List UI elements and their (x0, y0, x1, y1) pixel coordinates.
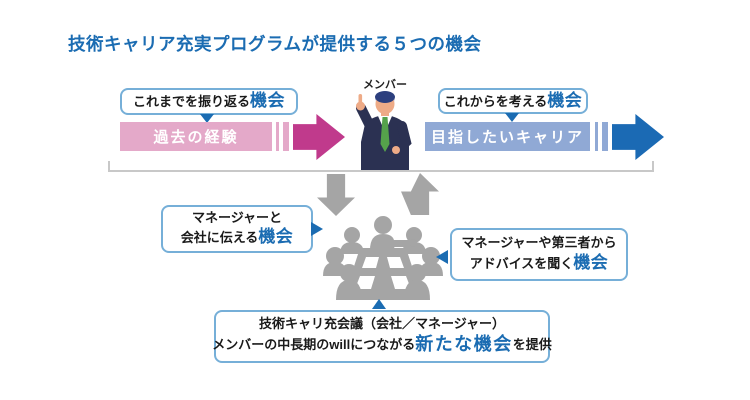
member-label: メンバー (363, 79, 407, 91)
callout-career-meeting: 技術キャリ充会議（会社／マネージャー） メンバーの中長期のwillにつながる新た… (212, 310, 552, 363)
callout-get-advice: マネージャーや第三者から アドバイスを聞く機会 (450, 228, 628, 281)
callout-tell-company-highlight: 機会 (258, 227, 294, 247)
stripe (283, 122, 289, 151)
callout-think-ahead-text: これからを考える機会 (444, 90, 583, 112)
callout-look-back-text: これまでを振り返る機会 (133, 90, 285, 112)
pointer-down-icon (200, 114, 214, 123)
timeline-bracket (108, 161, 654, 172)
callout-think-ahead-highlight: 機会 (547, 90, 583, 110)
callout-career-meeting-line1: 技術キャリ充会議（会社／マネージャー） (258, 316, 506, 332)
gray-down-arrow-icon (317, 174, 355, 216)
callout-get-advice-highlight: 機会 (573, 252, 609, 272)
callout-get-advice-label: アドバイスを聞く (469, 255, 574, 271)
callout-career-meeting-highlight: 新たな機会 (415, 334, 513, 355)
callout-think-ahead-label: これからを考える (443, 93, 548, 109)
callout-tell-company-line1: マネージャーと (191, 209, 283, 225)
callout-look-back: これまでを振り返る機会 (120, 88, 298, 115)
callout-think-ahead: これからを考える機会 (438, 88, 588, 114)
pointer-left-icon (436, 250, 448, 264)
callout-tell-company-label: 会社に伝える (180, 230, 259, 246)
stripe (602, 122, 608, 151)
callout-career-meeting-pre: メンバーの中長期のwillにつながる (212, 337, 416, 353)
meeting-table-icon (323, 216, 443, 300)
target-career-bar: 目指したいキャリア (425, 122, 590, 151)
member-person-icon (356, 91, 412, 170)
callout-get-advice-line1: マネージャーや第三者から (461, 235, 617, 250)
magenta-right-arrow-icon (293, 114, 345, 160)
callout-get-advice-line2: アドバイスを聞く機会 (470, 252, 609, 274)
callout-look-back-highlight: 機会 (250, 91, 285, 111)
gray-up-arrow-icon (401, 173, 439, 215)
stripe (595, 122, 598, 151)
pointer-down-icon (505, 113, 519, 122)
blue-right-arrow-icon (612, 114, 664, 160)
pointer-right-icon (311, 222, 323, 236)
stripe (276, 122, 279, 151)
callout-tell-company-line2: 会社に伝える機会 (181, 226, 294, 248)
callout-tell-company: マネージャーと 会社に伝える機会 (161, 205, 313, 253)
page-title: 技術キャリア充実プログラムが提供する５つの機会 (68, 34, 482, 54)
callout-look-back-label: これまでを振り返る (132, 94, 250, 110)
pointer-up-icon (372, 299, 386, 309)
callout-career-meeting-line2: メンバーの中長期のwillにつながる新たな機会を提供 (212, 333, 551, 356)
past-experience-bar: 過去の経験 (120, 122, 272, 151)
callout-career-meeting-post: を提供 (512, 337, 552, 353)
